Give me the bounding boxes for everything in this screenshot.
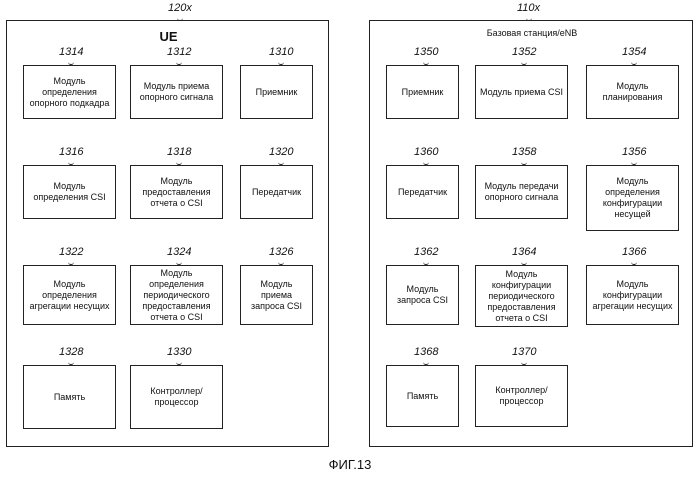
transmitter-module: Передатчик [240, 165, 313, 219]
periodic-csi-report-configuration-module: Модуль конфигурации периодического предо… [475, 265, 568, 327]
module-ref: 1350 [414, 46, 438, 58]
module-ref: 1330 [167, 346, 191, 358]
csi-report-module: Модуль предоставления отчета о CSI [130, 165, 223, 219]
module-ref: 1362 [414, 246, 438, 258]
csi-request-module: Модуль запроса CSI [386, 265, 459, 325]
module-ref: 1360 [414, 146, 438, 158]
transmitter-module: Передатчик [386, 165, 459, 219]
csi-request-receive-module: Модуль приема запроса CSI [240, 265, 313, 325]
module-ref: 1322 [59, 246, 83, 258]
receiver-module: Приемник [240, 65, 313, 119]
module-ref: 1354 [622, 46, 646, 58]
carrier-aggregation-configuration-module: Модуль конфигурации агрегации несущих [586, 265, 679, 325]
enb-ref-text: 110x [517, 2, 540, 14]
ue-ref-text: 120x [168, 2, 192, 14]
module-ref: 1324 [167, 246, 191, 258]
reference-signal-transmit-module: Модуль передачи опорного сигнала [475, 165, 568, 219]
enb-title: Базовая станция/eNB [370, 28, 694, 38]
ue-title: UE [7, 29, 330, 44]
module-ref: 1320 [269, 146, 293, 158]
memory-module: Память [23, 365, 116, 429]
module-ref: 1328 [59, 346, 83, 358]
carrier-configuration-determination-module: Модуль определения конфигурации несущей [586, 165, 679, 231]
reference-signal-receive-module: Модуль приема опорного сигнала [130, 65, 223, 119]
controller-processor-module: Контроллер/ процессор [130, 365, 223, 429]
scheduling-module: Модуль планирования [586, 65, 679, 119]
csi-determination-module: Модуль определения CSI [23, 165, 116, 219]
module-ref: 1326 [269, 246, 293, 258]
module-ref: 1318 [167, 146, 191, 158]
carrier-aggregation-determination-module: Модуль определения агрегации несущих [23, 265, 116, 325]
module-ref: 1352 [512, 46, 536, 58]
csi-receive-module: Модуль приема CSI [475, 65, 568, 119]
memory-module: Память [386, 365, 459, 427]
reference-subframe-determination-module: Модуль определения опорного подкадра [23, 65, 116, 119]
enb-ref-label: 110x [517, 2, 540, 14]
periodic-csi-report-determination-module: Модуль определения периодического предос… [130, 265, 223, 325]
module-ref: 1356 [622, 146, 646, 158]
figure-label: ФИГ.13 [0, 457, 700, 472]
module-ref: 1358 [512, 146, 536, 158]
module-ref: 1370 [512, 346, 536, 358]
module-ref: 1312 [167, 46, 191, 58]
module-ref: 1314 [59, 46, 83, 58]
module-ref: 1310 [269, 46, 293, 58]
module-ref: 1366 [622, 246, 646, 258]
controller-processor-module: Контроллер/ процессор [475, 365, 568, 427]
module-ref: 1364 [512, 246, 536, 258]
module-ref: 1368 [414, 346, 438, 358]
ue-ref-label: 120x [168, 2, 192, 14]
module-ref: 1316 [59, 146, 83, 158]
receiver-module: Приемник [386, 65, 459, 119]
